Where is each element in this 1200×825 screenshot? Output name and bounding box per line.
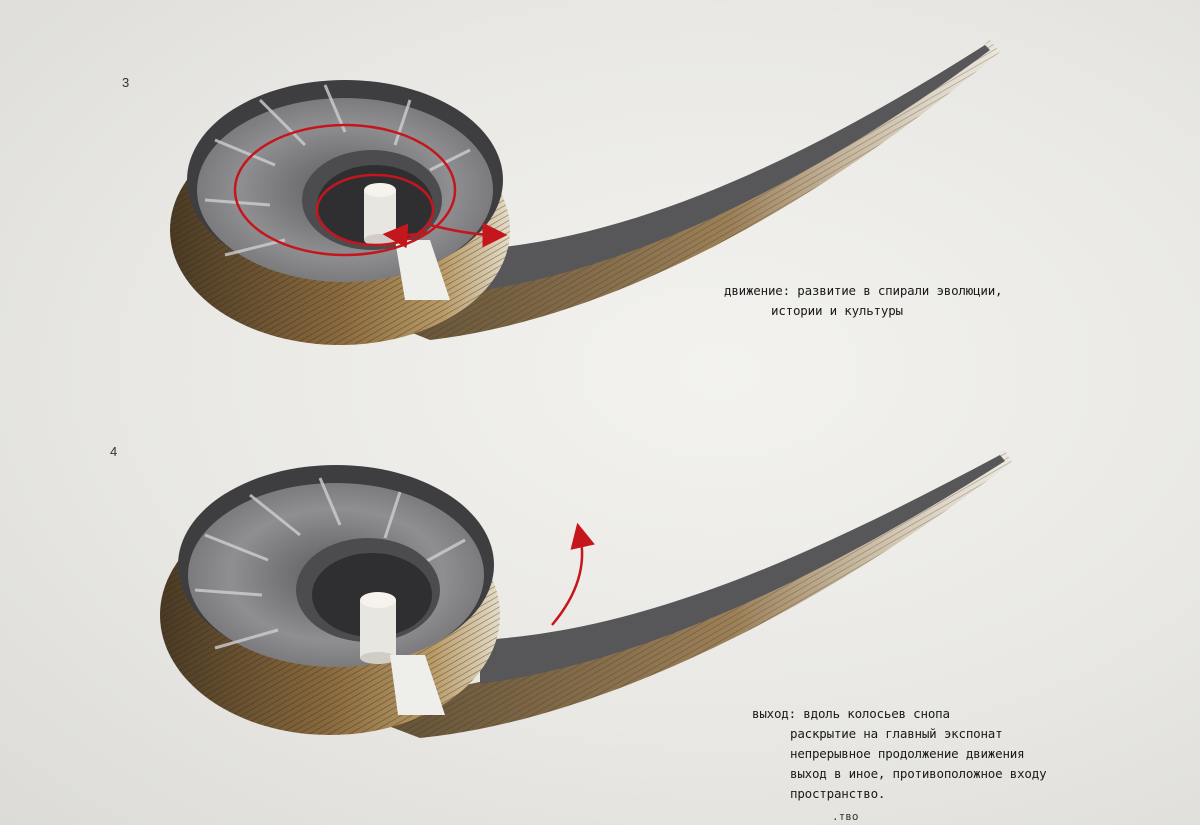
caption-movement: движение: развитие в спирали эволюции, и… [724,281,1003,321]
model-3-movement-spiral [233,123,508,257]
model-4-tail-corridor [480,455,1005,684]
panel-number-4: 4 [110,444,118,459]
caption-exit: выход: вдоль колосьев снопа раскрытие на… [752,704,1047,804]
model-4 [160,450,1012,738]
model-3-ramp [395,240,450,300]
caption-exit-line-4: выход в иное, противоположное входу [790,766,1047,781]
model-3-central-column [364,190,396,240]
model-3 [170,40,1000,345]
model-3-tail-corridor [470,45,990,292]
model-4-exit-arrow [551,522,595,626]
caption-exit-line-2: раскрытие на главный экспонат [790,726,1003,741]
panel-number-3: 3 [122,75,130,90]
caption-exit-line-1: вдоль колосьев снопа [803,706,950,721]
caption-movement-line-2: истории и культуры [771,303,903,318]
caption-exit-key: выход: [752,706,796,721]
caption-exit-line-5: пространство. [790,786,886,801]
cut-off-text-fragment: .тво [832,810,859,823]
caption-movement-line-1: развитие в спирали эволюции, [797,283,1003,298]
model-4-ramp [390,655,445,715]
caption-movement-key: движение: [724,283,790,298]
caption-exit-line-3: непрерывное продолжение движения [790,746,1025,761]
model-4-central-column [360,600,396,658]
